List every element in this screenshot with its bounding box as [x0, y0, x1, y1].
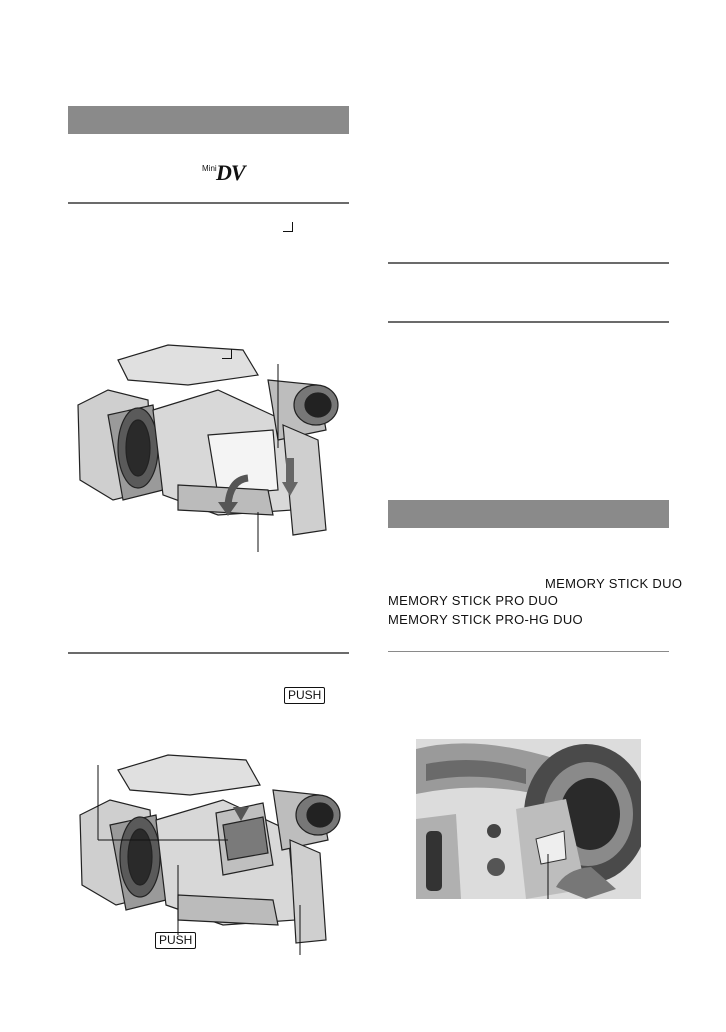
minidv-logo-mini: Mini	[202, 164, 217, 173]
divider-rule	[388, 262, 669, 264]
camcorder-memory-stick-cover-photo	[416, 739, 641, 899]
minidv-logo-dv: DV	[216, 160, 246, 185]
section-header-bar-left	[68, 106, 349, 134]
memory-stick-pro-hg-duo-logo: MEMORY STICK PRO-HG DUO	[388, 612, 583, 627]
divider-rule	[68, 652, 349, 654]
minidv-logo: Mini DV	[202, 160, 252, 186]
camcorder-cassette-lid-figure	[77, 344, 339, 552]
divider-rule	[68, 202, 349, 204]
memory-stick-duo-logo: MEMORY STICK DUO	[545, 576, 683, 591]
push-button-label: PUSH	[284, 687, 326, 704]
divider-rule	[388, 651, 669, 652]
section-header-bar-right	[388, 500, 669, 528]
memory-stick-pro-duo-logo: MEMORY STICK PRO DUO	[388, 593, 559, 608]
divider-rule	[388, 321, 669, 323]
push-button-label-figure: PUSH	[155, 932, 197, 949]
open-symbol-icon-figure	[222, 349, 232, 359]
camcorder-cassette-open-figure	[79, 754, 341, 955]
open-symbol-icon	[283, 222, 293, 232]
